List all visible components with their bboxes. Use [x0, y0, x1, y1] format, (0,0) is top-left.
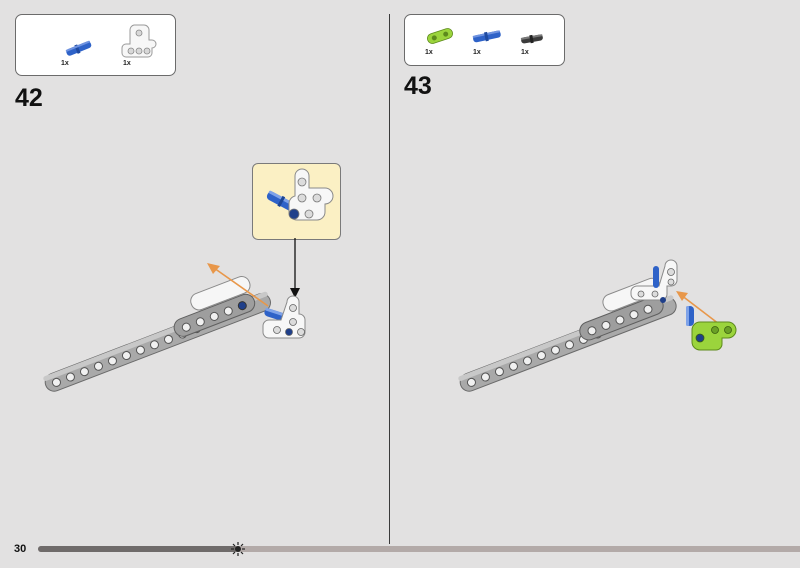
- insertion-arrow-icon: [676, 291, 720, 325]
- step-42-parts-box: 1x 1x: [15, 14, 176, 76]
- blue-axle-pin-icon: [65, 40, 92, 56]
- black-pin-icon: [520, 34, 543, 44]
- scene-blue-pin: [686, 306, 694, 326]
- progress-fill: [38, 546, 238, 552]
- part-qty: 1x: [521, 49, 529, 56]
- lime-connector-icon: [426, 28, 454, 44]
- sub-assembly-callout: [252, 163, 341, 240]
- page-number: 30: [14, 543, 27, 555]
- step-number: 43: [404, 72, 432, 100]
- liftarm-beam-long: [43, 276, 271, 392]
- part-qty: 1x: [473, 49, 481, 56]
- scene-white-t-beam: [262, 295, 306, 339]
- white-t-beam-icon: [121, 24, 157, 58]
- part-qty: 1x: [61, 60, 69, 67]
- scene-white-t-beam: [630, 259, 678, 303]
- step-number: 42: [15, 84, 43, 112]
- down-arrow-icon: [290, 238, 300, 298]
- blue-axle-pin-icon: [472, 30, 501, 43]
- part-qty: 1x: [123, 60, 131, 67]
- scene-blue-pin: [264, 307, 287, 321]
- insertion-arrow-icon: [207, 263, 269, 307]
- callout-assembly-illustration: [266, 168, 334, 221]
- scene-lime-connector: [691, 321, 737, 351]
- page-divider: [389, 14, 390, 544]
- part-qty: 1x: [425, 49, 433, 56]
- progress-track: [38, 546, 800, 552]
- step-43-parts-box: 1x 1x 1x: [404, 14, 565, 66]
- sun-marker-icon: [231, 542, 245, 556]
